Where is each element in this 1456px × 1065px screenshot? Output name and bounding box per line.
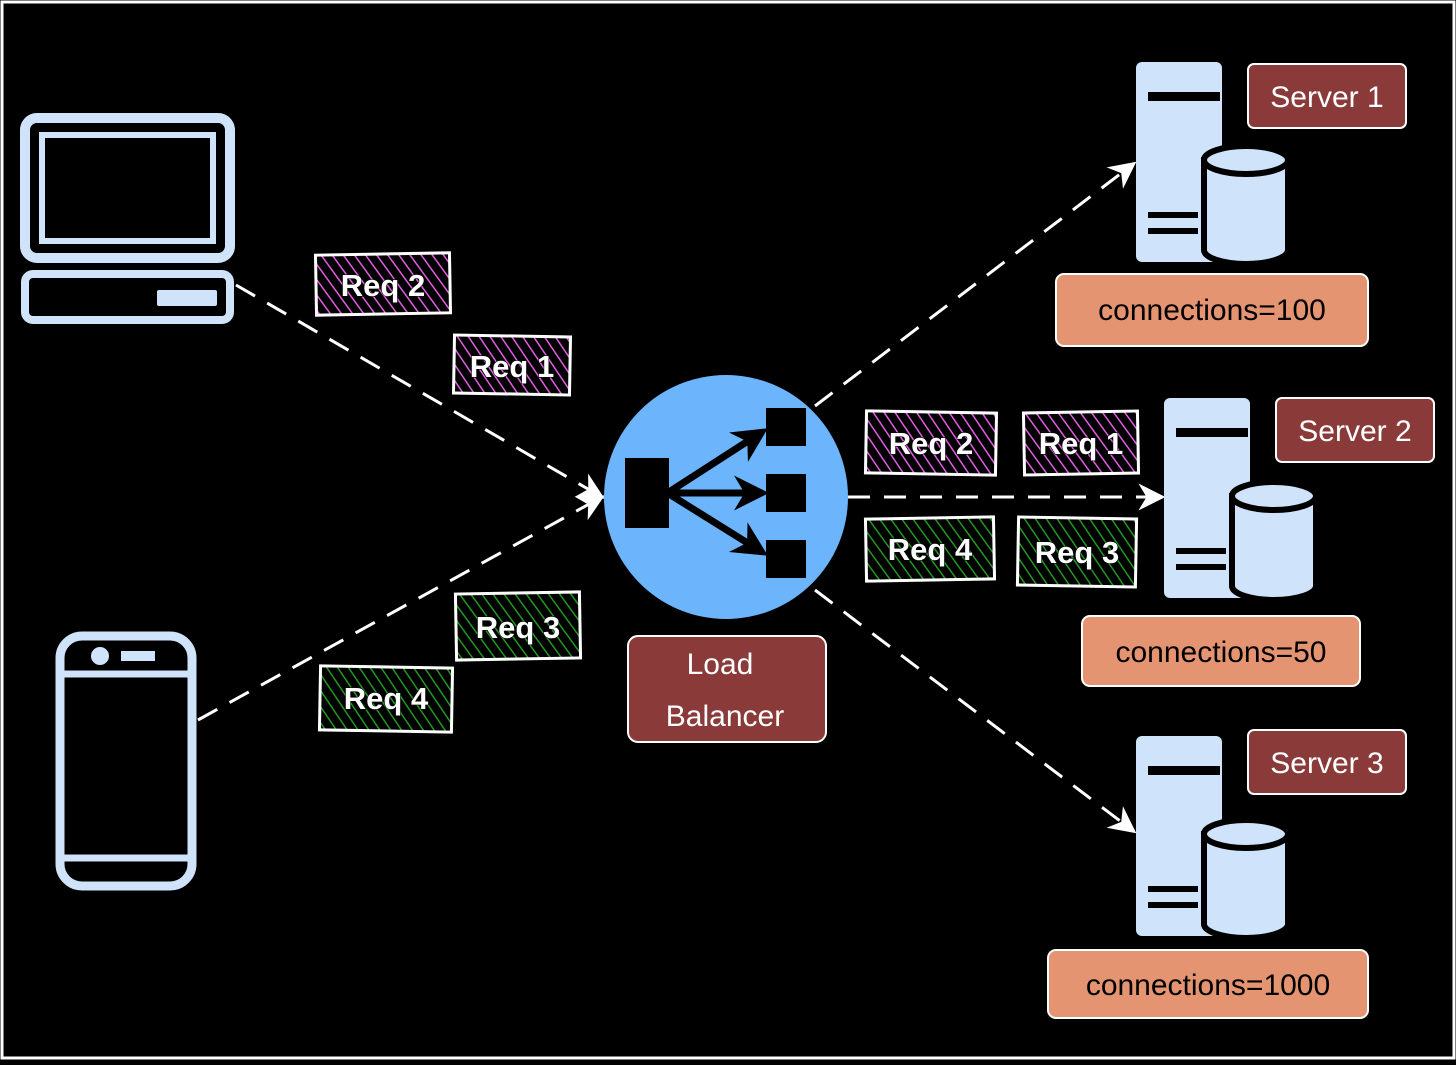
request-label: Req 4 — [888, 532, 973, 567]
request-tag: Req 2 — [313, 251, 453, 317]
svg-text:connections=1000: connections=1000 — [1086, 969, 1330, 1002]
connections-count-badge: connections=50 — [1081, 615, 1361, 687]
lb-to-server3-line — [814, 588, 1137, 834]
svg-text:connections=50: connections=50 — [1116, 636, 1327, 669]
request-tag: Req 1 — [451, 333, 573, 397]
svg-text:Server 1: Server 1 — [1270, 81, 1383, 114]
request-label: Req 1 — [1039, 426, 1123, 461]
request-label: Req 3 — [1035, 535, 1119, 570]
server-name-badge: Server 2 — [1275, 397, 1435, 463]
svg-text:connections=100: connections=100 — [1098, 294, 1326, 327]
svg-text:Load: Load — [687, 648, 754, 681]
server-3: Server 3 connections=1000 — [1047, 729, 1407, 1019]
request-label: Req 2 — [889, 426, 973, 461]
request-label: Req 4 — [344, 681, 429, 716]
mobile-phone-icon — [55, 631, 197, 891]
request-tag: Req 4 — [317, 664, 455, 734]
svg-text:Balancer: Balancer — [666, 700, 784, 733]
load-balancer-icon — [604, 375, 848, 619]
connections-count-badge: connections=100 — [1055, 273, 1369, 347]
request-label: Req 1 — [470, 349, 554, 384]
request-tag: Req 3 — [453, 590, 583, 662]
server-1: Server 1 connections=100 — [1055, 62, 1407, 347]
server-name-badge: Server 1 — [1247, 63, 1407, 129]
request-tag: Req 4 — [863, 515, 997, 583]
server-name-badge: Server 3 — [1247, 729, 1407, 795]
desktop-computer-icon — [20, 113, 235, 324]
connections-count-badge: connections=1000 — [1047, 949, 1369, 1019]
request-label: Req 3 — [476, 610, 560, 645]
request-label: Req 2 — [341, 268, 425, 303]
request-tag: Req 2 — [863, 409, 999, 477]
svg-text:Server 2: Server 2 — [1298, 415, 1411, 448]
request-tag: Req 3 — [1015, 515, 1139, 589]
request-tag: Req 1 — [1021, 409, 1141, 477]
lb-to-server1-line — [814, 161, 1137, 408]
client2-to-lb-line — [197, 495, 605, 722]
load-balancer-label: Load Balancer — [627, 635, 827, 743]
svg-text:Server 3: Server 3 — [1270, 747, 1383, 780]
server-2: Server 2 connections=50 — [1081, 397, 1435, 687]
